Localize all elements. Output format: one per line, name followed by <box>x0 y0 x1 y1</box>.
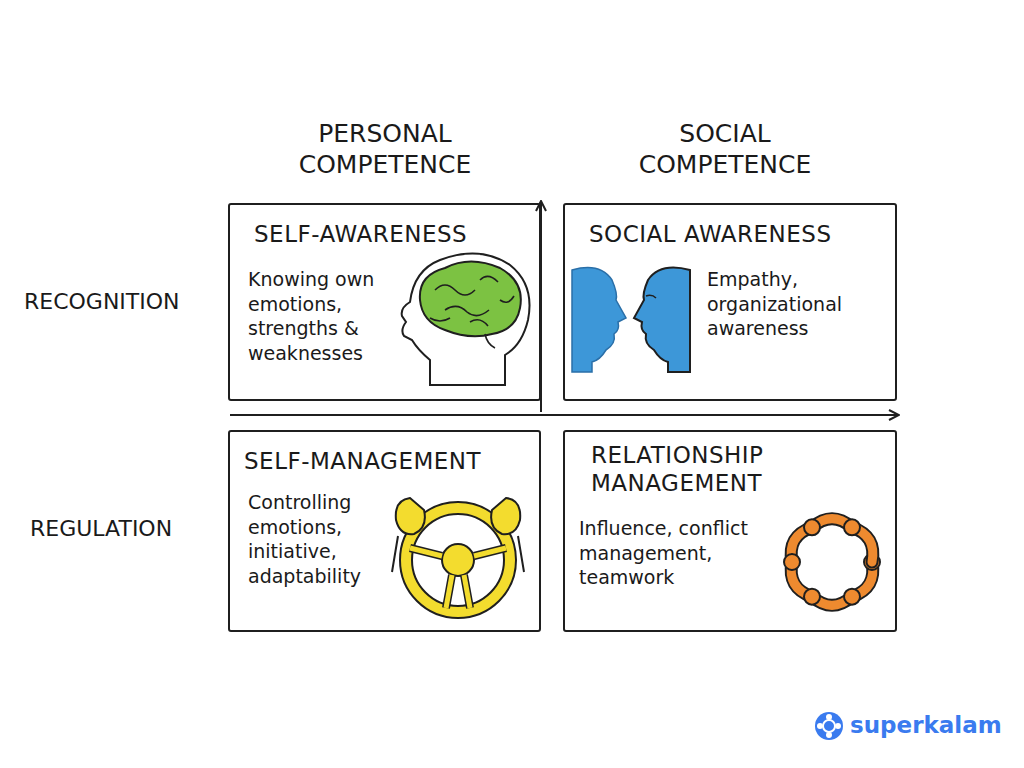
steering-wheel-icon <box>392 498 524 612</box>
watermark: superkalam <box>850 711 1010 740</box>
row-header: RECOGNITION <box>24 288 224 316</box>
quadrant-description: Empathy, organizational awareness <box>707 267 887 341</box>
column-header: PERSONAL COMPETENCE <box>270 118 500 181</box>
quadrant-heading: RELATIONSHIP MANAGEMENT <box>591 442 887 497</box>
horizontal-axis-arrow <box>230 414 898 416</box>
teamwork-hands-icon <box>784 519 880 606</box>
two-faces-icon <box>572 268 690 372</box>
quadrant-box: SOCIAL AWARENESS Empathy, organizational … <box>563 203 897 401</box>
column-header: SOCIAL COMPETENCE <box>610 118 840 181</box>
quadrant-box: SELF-AWARENESS Knowing own emotions, stre… <box>228 203 541 401</box>
quadrant-heading: SELF-MANAGEMENT <box>244 448 531 476</box>
quadrant-description: Influence, conflict management, teamwork <box>579 516 779 590</box>
quadrant-box: RELATIONSHIP MANAGEMENT Influence, confli… <box>563 430 897 632</box>
row-header: REGULATION <box>30 515 220 543</box>
quadrant-description: Controlling emotions, initiative, adapta… <box>248 490 408 589</box>
logo-icon <box>815 712 843 740</box>
quadrant-heading: SOCIAL AWARENESS <box>589 221 887 249</box>
quadrant-heading: SELF-AWARENESS <box>254 221 531 249</box>
quadrant-description: Knowing own emotions, strengths & weakne… <box>248 267 406 366</box>
quadrant-box: SELF-MANAGEMENT Controlling emotions, ini… <box>228 430 541 632</box>
brain-head-icon <box>402 254 530 385</box>
